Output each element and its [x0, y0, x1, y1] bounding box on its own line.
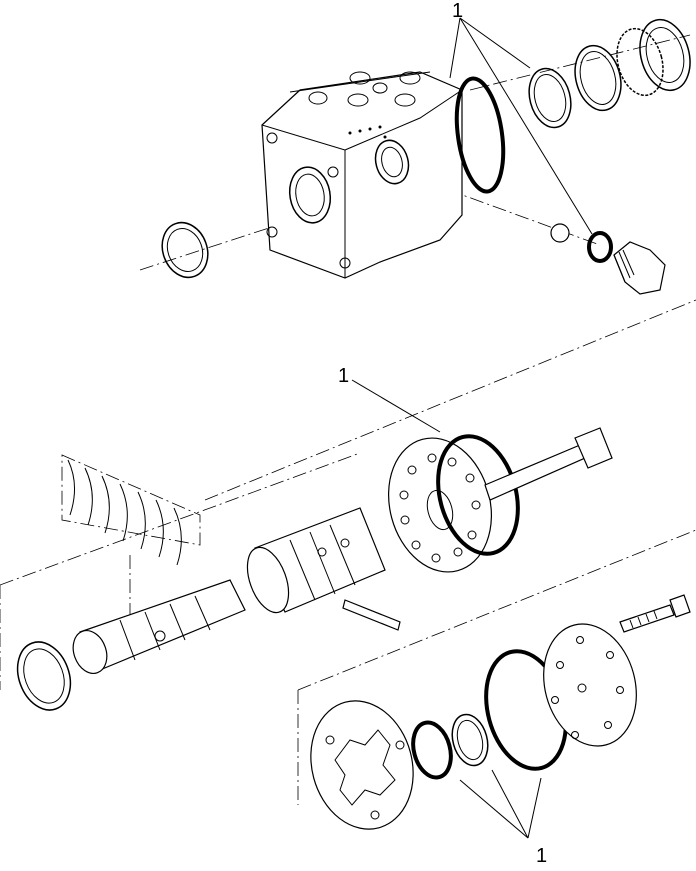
- spacer-ring: [451, 713, 489, 767]
- gearset-group: [297, 529, 696, 830]
- gear-rotor: [310, 700, 414, 830]
- upper-axis-line: [204, 299, 696, 501]
- port-plug: [613, 241, 666, 295]
- check-ball: [550, 223, 570, 243]
- centering-pin: [342, 599, 401, 631]
- centering-springs: [61, 454, 201, 566]
- housing-o-ring: [454, 76, 506, 194]
- spool-seal-ring: [16, 641, 72, 711]
- callout-middle-leader: [351, 379, 441, 433]
- plug-o-ring: [587, 231, 613, 263]
- spool: [72, 579, 246, 674]
- drive-shaft: [484, 427, 613, 501]
- callout-middle-label: 1: [338, 365, 349, 387]
- spool-group: [0, 299, 696, 711]
- callout-top-leaders: [449, 17, 593, 235]
- cap-screw: [619, 594, 691, 633]
- callout-bottom-label: 1: [536, 845, 547, 867]
- housing-group: [139, 18, 691, 295]
- callout-bottom-leaders: [459, 769, 542, 839]
- top-seal-pack: [528, 18, 691, 129]
- top-seal-axis-line: [469, 34, 691, 91]
- housing-seal-ring: [161, 221, 209, 279]
- callout-top-label: 1: [452, 0, 463, 22]
- rotor-o-ring: [411, 720, 453, 780]
- end-cap: [543, 623, 637, 747]
- valve-housing: [261, 71, 463, 279]
- spool-axis-line: [0, 452, 361, 586]
- sleeve: [246, 507, 386, 614]
